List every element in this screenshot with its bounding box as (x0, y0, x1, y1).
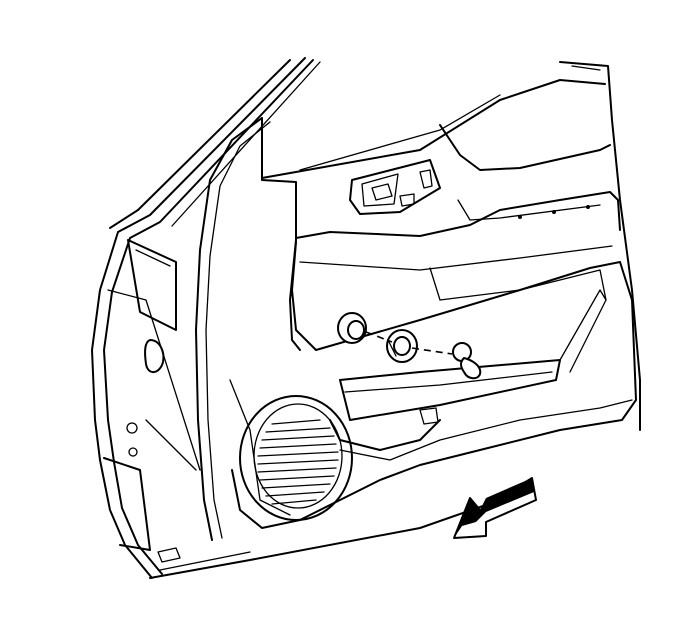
retainer-grommet (386, 329, 418, 363)
direction-arrow-icon (453, 477, 537, 539)
fastener-hole (337, 312, 367, 344)
installation-line (365, 331, 453, 355)
door-trim-panel (195, 79, 637, 541)
door-frame (91, 57, 641, 579)
push-pin-fastener (452, 342, 482, 380)
speaker-grille (239, 395, 353, 521)
